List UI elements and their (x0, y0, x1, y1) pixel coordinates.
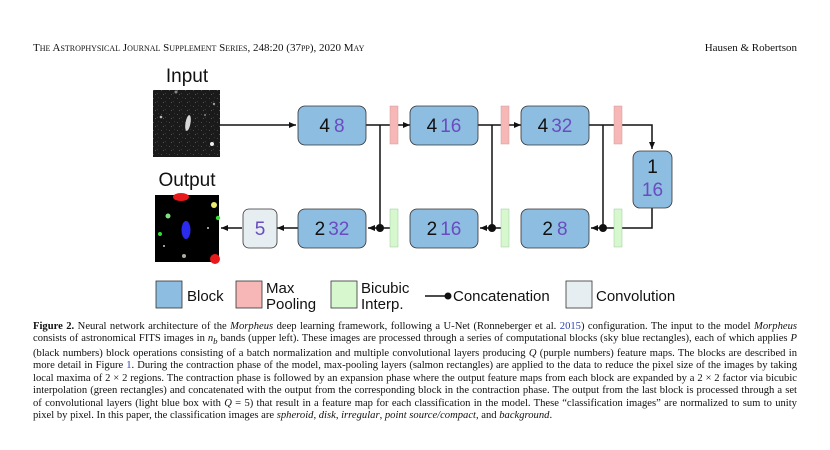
legend: Block Max Pooling Bicubic Interp. Concat… (155, 280, 675, 313)
bicubic-interp-layer (389, 208, 399, 248)
legend-concatenation-dot (444, 292, 452, 300)
block-p-value: 2 (315, 219, 326, 240)
legend-label-max-pooling-1: Max (266, 280, 295, 297)
caption-text: bands (upper left). These images are pro… (217, 333, 791, 345)
legend-label-block: Block (187, 288, 224, 305)
max-pooling-layer (613, 105, 623, 145)
block-q-value: 16 (440, 116, 461, 137)
figure-ref-link[interactable]: 1 (126, 360, 132, 372)
svg-text:232: 232 (315, 219, 350, 240)
concatenation-dot (488, 224, 496, 232)
input-label: Input (166, 66, 209, 87)
svg-text:28: 28 (542, 219, 567, 240)
caption-text: Neural network architecture of the (74, 321, 231, 332)
block-p-value: 2 (427, 219, 438, 240)
svg-text:416: 416 (427, 116, 462, 137)
caption-text: , (313, 409, 319, 421)
block-q-value: 32 (328, 219, 349, 240)
legend-label-bicubic-2: Interp. (361, 296, 404, 313)
convolution-block: 5 (242, 208, 278, 249)
unet-architecture-diagram: Input Output (153, 66, 675, 313)
block-q-value: 32 (551, 116, 572, 137)
output-classification-image (155, 193, 221, 264)
caption-text: ) configuration. The input to the model (580, 321, 755, 332)
caption-text: , and (475, 409, 500, 421)
concatenation-dot (599, 224, 607, 232)
legend-label-concatenation: Concatenation (453, 288, 550, 305)
block-p-value: 2 (542, 219, 553, 240)
caption-text: = 5) that result in a feature map for ea… (33, 397, 797, 421)
journal-running-head: The Astrophysical Journal Supplement Ser… (33, 42, 365, 54)
citation-link[interactable]: 2015 (559, 321, 581, 332)
svg-text:48: 48 (319, 116, 344, 137)
legend-swatch-max-pooling (235, 280, 263, 309)
bicubic-interp-layer (500, 208, 510, 248)
bottleneck-block: 1 16 (632, 150, 673, 209)
caption-text: . (549, 409, 553, 421)
caption-text: (black numbers) block operations consist… (33, 347, 529, 359)
caption-italic: background (499, 409, 550, 421)
caption-text: (purple numbers) feature maps. The block… (33, 347, 797, 372)
svg-text:432: 432 (538, 116, 573, 137)
figure-caption: Figure 2. Neural network architecture of… (33, 321, 797, 422)
output-label: Output (158, 170, 216, 191)
block-q-value: 16 (440, 219, 461, 240)
caption-math-sub: b (213, 336, 218, 347)
block-p-value: 4 (319, 116, 330, 137)
block-q-value: 16 (642, 180, 663, 201)
authors-running-head: Hausen & Robertson (704, 42, 797, 54)
caption-text: . During the contraction phase of the mo… (33, 360, 797, 409)
caption-math: Q (528, 347, 537, 359)
caption-text: consists of astronomical FITS images in (33, 333, 208, 345)
figure-label: Figure 2. (33, 321, 75, 332)
caption-italic: point source/compact (384, 409, 476, 421)
caption-italic: irregular (341, 409, 380, 421)
block-p-value: 1 (647, 157, 658, 178)
legend-swatch-convolution (565, 280, 593, 309)
block-p-value: 4 (538, 116, 549, 137)
bicubic-interp-layer (613, 208, 623, 248)
legend-label-bicubic-1: Bicubic (361, 280, 410, 297)
concatenation-dot (376, 224, 384, 232)
caption-math: P (790, 333, 797, 345)
max-pooling-layer (389, 105, 399, 145)
max-pooling-layer (500, 105, 510, 145)
caption-math: Q (224, 397, 232, 409)
legend-label-convolution: Convolution (596, 288, 675, 305)
legend-swatch-bicubic (330, 280, 358, 309)
caption-text: deep learning framework, following a U-N… (273, 321, 560, 332)
block-q-value: 8 (557, 219, 568, 240)
input-galaxy-image (153, 90, 220, 157)
caption-italic: disk (318, 409, 336, 421)
caption-text: , (335, 409, 342, 421)
caption-math: n (207, 333, 214, 345)
caption-text: , (379, 409, 385, 421)
svg-text:216: 216 (427, 219, 462, 240)
caption-italic: spheroid (276, 409, 314, 421)
convolution-q-value: 5 (255, 219, 266, 240)
block-q-value: 8 (334, 116, 345, 137)
caption-italic: Morpheus (230, 321, 274, 332)
legend-swatch-block (155, 280, 183, 309)
block-p-value: 4 (427, 116, 438, 137)
caption-italic: Morpheus (754, 321, 797, 332)
legend-label-max-pooling-2: Pooling (266, 296, 316, 313)
